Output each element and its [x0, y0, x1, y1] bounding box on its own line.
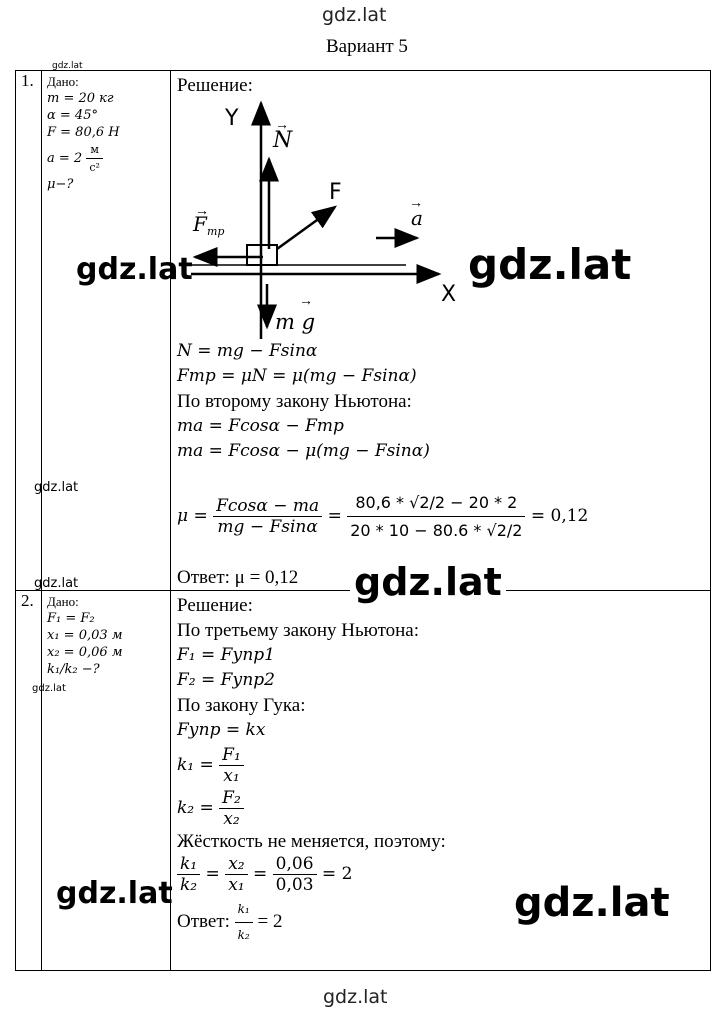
watermark: gdz.lat — [34, 576, 79, 591]
task2-solution: Решение: По третьему закону Ньютона: F₁ … — [171, 591, 710, 948]
watermark: gdz.lat — [350, 560, 506, 604]
applied-force-arrow — [276, 205, 338, 251]
task2-number-cell: 2. — [15, 590, 42, 971]
watermark-bottom: gdz.lat — [323, 986, 388, 1008]
given-x1: x₁ = 0,03 м — [47, 628, 123, 643]
task2-given: Дано: F₁ = F₂ x₁ = 0,03 м x₂ = 0,06 м k₁… — [42, 591, 170, 678]
watermark-top: gdz.lat — [322, 4, 387, 26]
acceleration-label: a — [411, 206, 423, 230]
vector-mark: → — [275, 118, 289, 133]
given-label: Дано: — [47, 74, 79, 89]
page-title: Вариант 5 — [326, 36, 408, 57]
equation-motion: ma = Fcosα − Fтр — [177, 416, 344, 436]
watermark: gdz.lat — [52, 61, 83, 71]
hooke-law-text: По закону Гука: — [177, 695, 306, 716]
watermark: gdz.lat — [32, 683, 66, 694]
given-mass: m = 20 кг — [47, 91, 114, 106]
task1-given: Дано: m = 20 кг α = 45° F = 80,6 Н a = 2… — [42, 71, 170, 193]
equation-f2: F₂ = Fупр2 — [177, 670, 275, 690]
watermark: gdz.lat — [76, 252, 193, 287]
axis-x-label: X — [441, 282, 456, 307]
given-angle: α = 45° — [47, 108, 98, 123]
body-block — [246, 244, 278, 266]
equation-normal: N = mg − Fsinα — [177, 341, 318, 361]
task1-number: 1. — [21, 71, 34, 90]
given-force: F = 80,6 Н — [47, 125, 120, 140]
vector-mark: → — [299, 294, 313, 309]
task1-number-cell: 1. — [15, 70, 42, 591]
task2-solution-label: Решение: — [177, 595, 253, 616]
watermark: gdz.lat — [56, 876, 173, 911]
task2-solution-cell: Решение: По третьему закону Ньютона: F₁ … — [170, 590, 711, 971]
task2-number: 2. — [21, 591, 34, 610]
equation-friction: Fтр = μN = μ(mg − Fsinα) — [177, 366, 417, 386]
watermark: gdz.lat — [34, 480, 79, 495]
equation-f1: F₁ = Fупр1 — [177, 645, 275, 665]
gravity-label: m g — [275, 310, 315, 334]
friction-label: F — [192, 212, 208, 236]
watermark: gdz.lat — [514, 880, 670, 926]
given-x2: x₂ = 0,06 м — [47, 645, 123, 660]
friction-subscript: тр — [207, 225, 224, 238]
vector-mark: → — [195, 204, 209, 219]
watermark: gdz.lat — [468, 240, 632, 289]
stiffness-text: Жёсткость не меняется, поэтому: — [177, 831, 446, 852]
newton-second-law-text: По второму закону Ньютона: — [177, 391, 412, 412]
given-unknown: μ−? — [47, 177, 74, 192]
newton-third-law-text: По третьему закону Ньютона: — [177, 620, 419, 641]
equation-hooke: Fупр = kx — [177, 720, 266, 740]
equation-motion-expanded: ma = Fcosα − μ(mg − Fsinα) — [177, 441, 430, 461]
normal-force-label: N — [272, 128, 293, 153]
axis-y-label: Y — [224, 106, 239, 131]
task2-given-cell: Дано: F₁ = F₂ x₁ = 0,03 м x₂ = 0,06 м k₁… — [41, 590, 171, 971]
applied-force-label: F — [329, 180, 342, 205]
task1-equations: N = mg − Fsinα Fтр = μN = μ(mg − Fsinα) … — [177, 339, 430, 464]
task1-solution-label: Решение: — [177, 75, 253, 96]
task1-solution-cell: Решение: Y X N → F a — [170, 70, 711, 591]
vector-mark: → — [409, 196, 423, 211]
solutions-table: 1. Дано: m = 20 кг α = 45° F = 80,6 Н a … — [15, 70, 711, 971]
given-label: Дано: — [47, 594, 79, 609]
force-diagram: Y X N → F a → F тр → m g → — [191, 100, 456, 339]
task1-given-cell: Дано: m = 20 кг α = 45° F = 80,6 Н a = 2… — [41, 70, 171, 591]
given-forces: F₁ = F₂ — [47, 611, 95, 626]
task1-answer: Ответ: μ = 0,12 — [177, 567, 299, 588]
given-unknown: k₁/k₂ −? — [47, 662, 100, 677]
